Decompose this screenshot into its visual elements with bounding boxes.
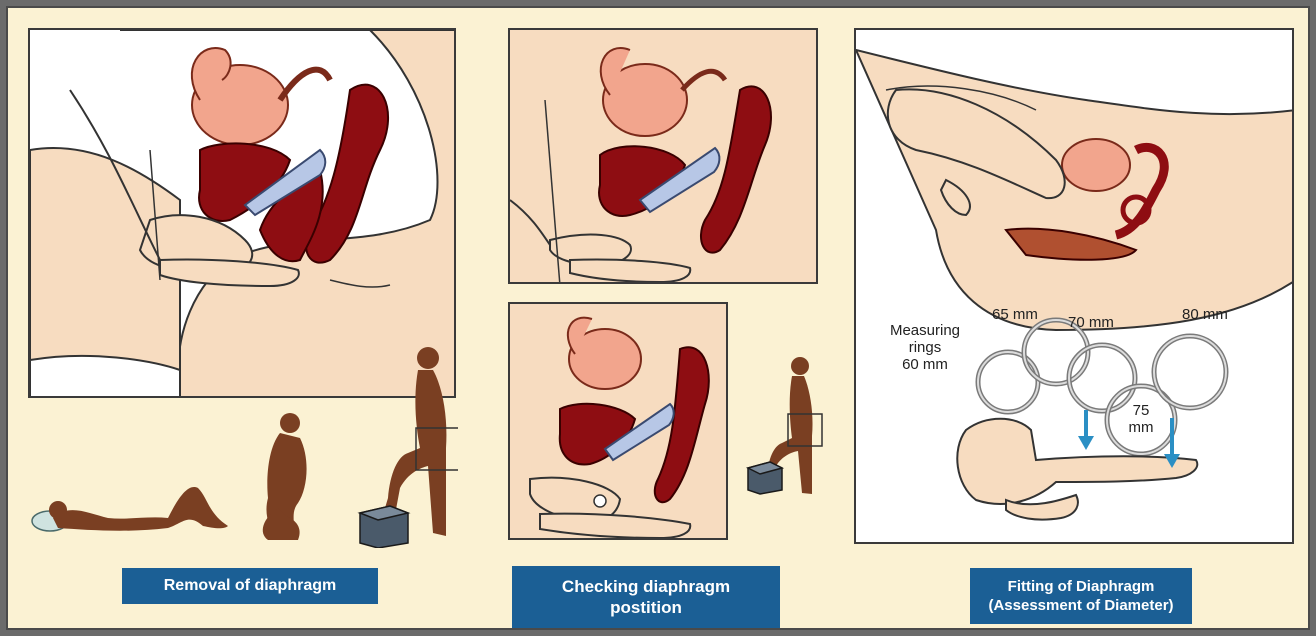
ring-70-label: 70 mm [1068, 314, 1114, 331]
checking-caption: Checking diaphragm postition [512, 566, 780, 628]
removal-positions-figures [28, 338, 458, 548]
measuring-label-line1: Measuring [890, 322, 960, 339]
checking-caption-line2: postition [512, 597, 780, 618]
measuring-label-line3: 60 mm [902, 356, 948, 373]
removal-caption: Removal of diaphragm [122, 568, 378, 604]
checking-position-figure [740, 348, 830, 498]
fitting-assessment-illustration: Measuring rings 60 mm 65 mm 70 mm 80 mm … [854, 28, 1294, 544]
removal-caption-text: Removal of diaphragm [122, 577, 378, 595]
fitting-caption: Fitting of Diaphragm (Assessment of Diam… [970, 568, 1192, 624]
checking-caption-line1: Checking diaphragm [512, 576, 780, 597]
checking-cross-section-upper-illustration [508, 28, 818, 284]
figure-frame: Measuring rings 60 mm 65 mm 70 mm 80 mm … [6, 6, 1310, 630]
ring-65-label: 65 mm [992, 306, 1038, 323]
measuring-rings-label: Measuring rings 60 mm [882, 322, 968, 373]
measuring-label-line2: rings [909, 339, 942, 356]
ring-75-label: 75 mm [1118, 402, 1164, 436]
checking-cross-section-lower-illustration [508, 302, 728, 540]
fitting-caption-line2: (Assessment of Diameter) [970, 596, 1192, 615]
ring-75-line2: mm [1129, 419, 1154, 436]
ring-75-line1: 75 [1133, 402, 1150, 419]
fitting-caption-line1: Fitting of Diaphragm [970, 577, 1192, 596]
ring-80-label: 80 mm [1182, 306, 1228, 323]
